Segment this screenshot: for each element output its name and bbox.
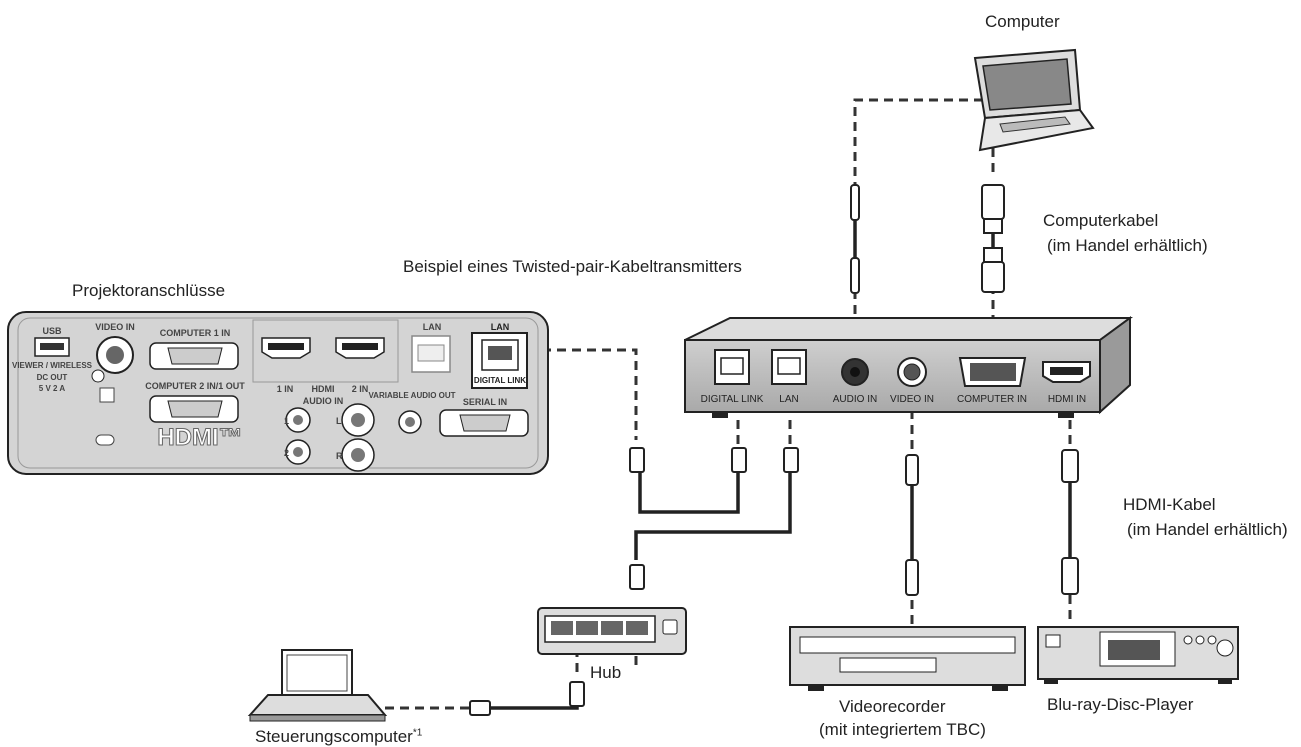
tx-computer-in-label: COMPUTER IN [957, 394, 1027, 405]
digital-link-lan-label: LAN [491, 322, 510, 332]
computer2-label: COMPUTER 2 IN/1 OUT [145, 381, 245, 391]
tx-video-in-label: VIDEO IN [890, 394, 934, 405]
hub-label: Hub [590, 663, 622, 682]
computer-label: Computer [985, 12, 1060, 31]
hdmi-cable-label: HDMI-Kabel [1123, 495, 1216, 514]
lan-label: LAN [423, 322, 442, 332]
viewer-label: VIEWER / WIRELESS [12, 361, 93, 370]
footnote-marker: *1 [412, 727, 423, 739]
tx-lan-label: LAN [779, 394, 798, 405]
hdmi-label: HDMI [312, 384, 335, 394]
video-recorder-label: Videorecorder [839, 697, 946, 716]
audio-l-label: L [336, 416, 342, 426]
hub-icon [537, 607, 687, 655]
hdmi-2in-label: 2 IN [352, 384, 369, 394]
hdmi-1in-label: 1 IN [277, 384, 294, 394]
variable-audio-out-label: VARIABLE AUDIO OUT [368, 391, 455, 400]
video-recorder-icon [789, 626, 1026, 691]
audio-in-label: AUDIO IN [303, 396, 344, 406]
tx-audio-in-label: AUDIO IN [833, 394, 877, 405]
audio-2-label: 2 [284, 448, 289, 458]
cable-connectors [469, 184, 1079, 716]
projector-terminals-label: Projektoranschlüsse [72, 281, 226, 300]
control-computer-text: Steuerungscomputer [255, 727, 413, 746]
control-computer-icon [247, 649, 388, 722]
audio-1-label: 1 [284, 416, 289, 426]
solid-cables [485, 220, 1072, 710]
video-recorder-note: (mit integriertem TBC) [819, 720, 986, 739]
transmitter-example-label: Beispiel eines Twisted-pair-Kabeltransmi… [403, 257, 742, 276]
bluray-player-icon [1037, 626, 1239, 684]
computer-cable-label: Computerkabel [1043, 211, 1159, 230]
bluray-label: Blu-ray-Disc-Player [1047, 695, 1194, 714]
hdmi-cable-note: (im Handel erhältlich) [1127, 520, 1288, 539]
dc-out-label: DC OUT [37, 373, 68, 382]
usb-label: USB [42, 326, 62, 336]
serial-in-label: SERIAL IN [463, 397, 507, 407]
tx-hdmi-in-label: HDMI IN [1048, 394, 1086, 405]
computer1-in-label: COMPUTER 1 IN [160, 328, 231, 338]
dc-rating-label: 5 V 2 A [39, 384, 66, 393]
audio-r-label: R [336, 451, 343, 461]
kensington-icon [99, 387, 115, 403]
laptop-icon [973, 48, 1095, 152]
projector-panel: USB VIEWER / WIRELESS DC OUT 5 V 2 A VID… [7, 311, 549, 475]
control-computer-label: Steuerungscomputer*1 [255, 727, 422, 747]
tx-digital-link-label: DIGITAL LINK [701, 394, 764, 405]
hdmi-logo: HDMI™ [157, 424, 242, 451]
computer-cable-note: (im Handel erhältlich) [1047, 236, 1208, 255]
transmitter-box: DIGITAL LINK LAN AUDIO IN VIDEO IN COMPU… [684, 316, 1134, 418]
video-in-label: VIDEO IN [95, 322, 135, 332]
digital-link-label: DIGITAL LINK [474, 376, 526, 385]
